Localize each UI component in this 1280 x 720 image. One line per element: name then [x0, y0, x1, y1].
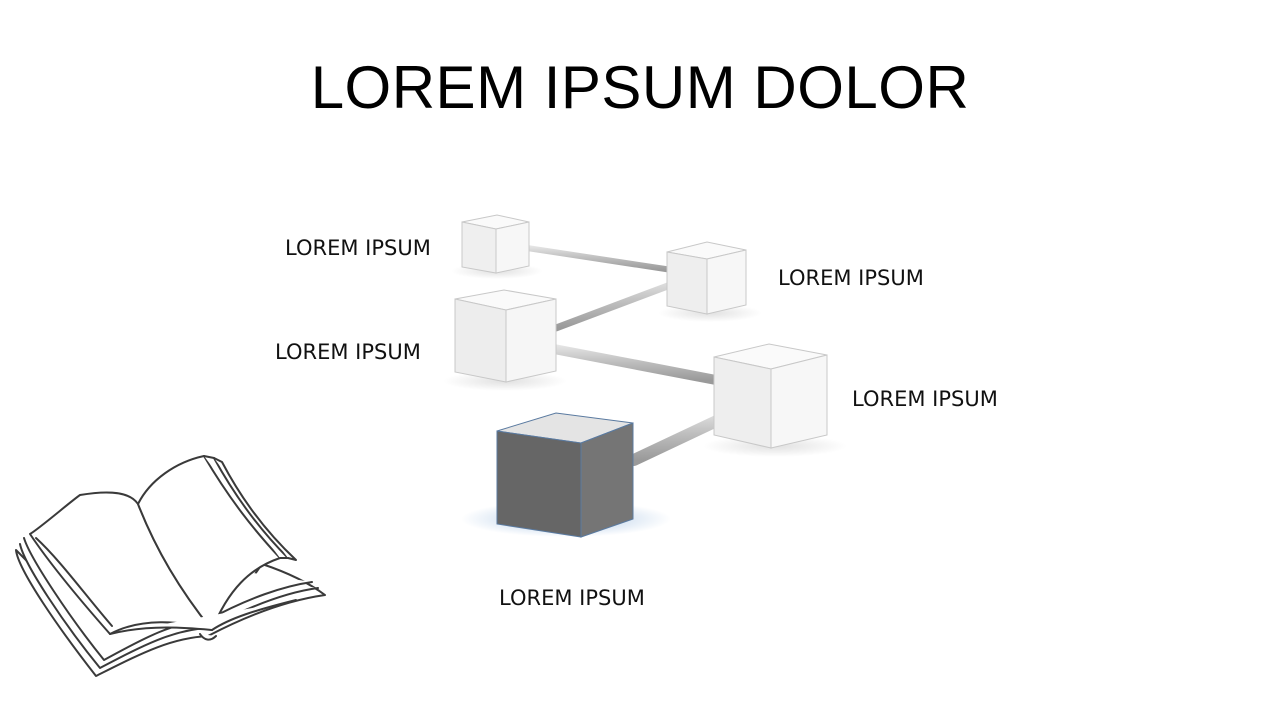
cube-label: LOREM IPSUM — [285, 236, 431, 260]
cube-label: LOREM IPSUM — [499, 586, 645, 610]
cube-node — [666, 241, 747, 315]
cube-node — [461, 214, 530, 274]
cube-label: LOREM IPSUM — [778, 266, 924, 290]
cube-label: LOREM IPSUM — [275, 340, 421, 364]
cube-node — [454, 289, 557, 383]
cube-label: LOREM IPSUM — [852, 387, 998, 411]
slide-title: LOREM IPSUM DOLOR — [310, 54, 970, 121]
open-book-icon — [15, 455, 326, 677]
cube-node-highlighted — [496, 412, 634, 538]
connector-rod — [511, 243, 675, 273]
cube-node — [713, 343, 828, 449]
connector-rod — [528, 340, 721, 385]
